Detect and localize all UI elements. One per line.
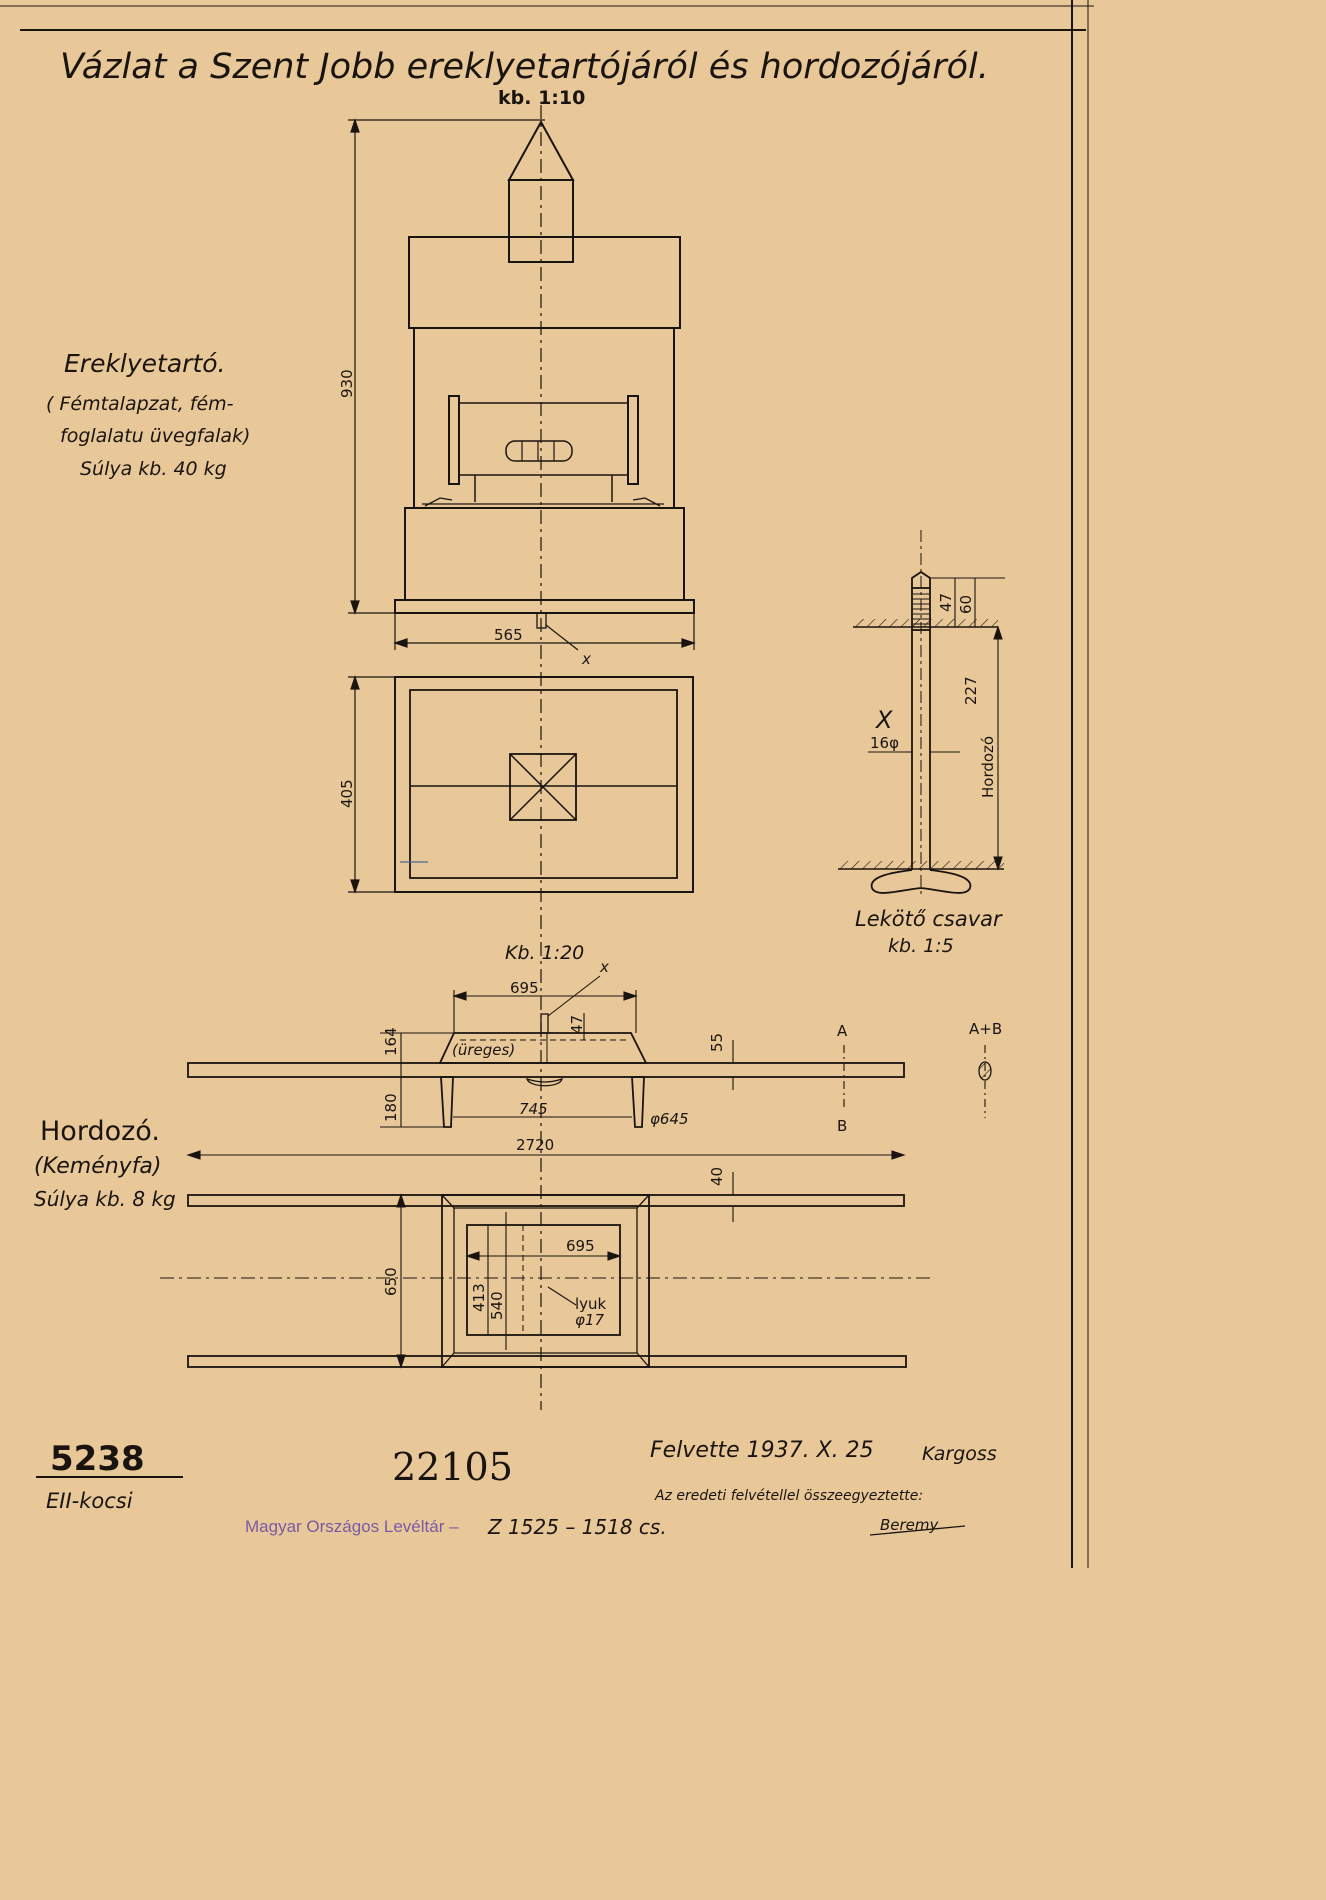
hole-diameter: φ17 xyxy=(575,1311,604,1329)
carrier-weight: Súlya kb. 8 kg xyxy=(34,1187,176,1211)
bolt-height-47: 47 xyxy=(568,1015,586,1034)
carrier-side-view xyxy=(187,1013,905,1128)
depth-540: 540 xyxy=(488,1291,506,1320)
section-ab-shape xyxy=(978,1061,992,1081)
height-164: 164 xyxy=(382,1027,400,1056)
bolt-side-label: Hordozó xyxy=(979,736,997,798)
bolt-x-label: x xyxy=(599,958,609,976)
bolt-bottom-hatch xyxy=(838,861,1004,869)
reliquary-weight: Súlya kb. 40 kg xyxy=(80,458,227,480)
width-value: 565 xyxy=(494,626,523,644)
depth-value: 405 xyxy=(338,779,356,808)
section-a: A xyxy=(837,1022,848,1040)
x-mark: x xyxy=(581,650,591,668)
depth-413: 413 xyxy=(470,1283,488,1312)
bolt-detail xyxy=(838,530,1004,895)
reliquary-desc-2: foglalatu üvegfalak) xyxy=(60,425,250,447)
bolt-dim-60: 60 xyxy=(957,595,975,614)
reliquary-name: Ereklyetartó. xyxy=(64,349,226,378)
signature-recorder: Kargoss xyxy=(922,1443,997,1465)
height-value: 930 xyxy=(338,369,356,398)
main-scale: kb. 1:10 xyxy=(498,87,585,109)
bolt-top-hatch xyxy=(853,619,998,627)
width-650: 650 xyxy=(382,1267,400,1296)
bolt-diameter: 16φ xyxy=(870,734,899,752)
section-ab: A+B xyxy=(969,1020,1002,1038)
technical-drawing: Vázlat a Szent Jobb ereklyetartójáról és… xyxy=(0,0,1094,1568)
bolt-dimensions xyxy=(868,577,1005,871)
top-width-value: 695 xyxy=(510,979,539,997)
hollow-label: (üreges) xyxy=(452,1041,515,1059)
section-b: B xyxy=(837,1117,847,1135)
carrier-material: (Keményfa) xyxy=(34,1154,162,1179)
hole-label: lyuk xyxy=(575,1295,607,1313)
bolt-name: Lekötő csavar xyxy=(855,907,1003,931)
sheet-number: 5238 xyxy=(50,1439,145,1479)
reliquary-top-view xyxy=(394,676,694,893)
leg-diameter: φ645 xyxy=(650,1110,689,1128)
sheet-frame xyxy=(0,0,1094,1568)
archive-reference: Z 1525 – 1518 cs. xyxy=(487,1515,667,1539)
carrier-name: Hordozó. xyxy=(40,1116,160,1147)
thickness-40: 40 xyxy=(708,1167,726,1186)
height-dimension xyxy=(348,118,545,615)
carrier-top-view xyxy=(187,1194,907,1368)
height-180: 180 xyxy=(382,1093,400,1122)
leg-span-value: 745 xyxy=(519,1100,548,1118)
carrier-top-dimensions xyxy=(380,1193,622,1369)
bolt-dim-227: 227 xyxy=(962,676,980,705)
width-dimension xyxy=(393,613,696,651)
length-value: 2720 xyxy=(516,1136,554,1154)
drawing-title: Vázlat a Szent Jobb ereklyetartójáról és… xyxy=(60,47,989,87)
bolt-dim-47: 47 xyxy=(937,593,955,612)
reliquary-desc-1: ( Fémtalapzat, fém- xyxy=(46,393,234,415)
inner-width-695: 695 xyxy=(566,1237,595,1255)
archive-stamp: Magyar Országos Levéltár – xyxy=(245,1517,459,1536)
recorded-date: Felvette 1937. X. 25 xyxy=(650,1438,874,1463)
bolt-scale: kb. 1:5 xyxy=(888,935,954,957)
carrier-side-dimensions xyxy=(186,975,986,1222)
compared-note: Az eredeti felvétellel összeegyeztette: xyxy=(654,1488,923,1504)
bolt-section-label: X xyxy=(874,706,893,734)
depth-dimension xyxy=(348,675,395,894)
archive-number: 22105 xyxy=(392,1445,513,1489)
thickness-55: 55 xyxy=(708,1033,726,1052)
carrier-scale: Kb. 1:20 xyxy=(505,942,584,964)
reliquary-front-view xyxy=(394,119,695,629)
sheet-subtitle: EII-kocsi xyxy=(46,1489,133,1513)
